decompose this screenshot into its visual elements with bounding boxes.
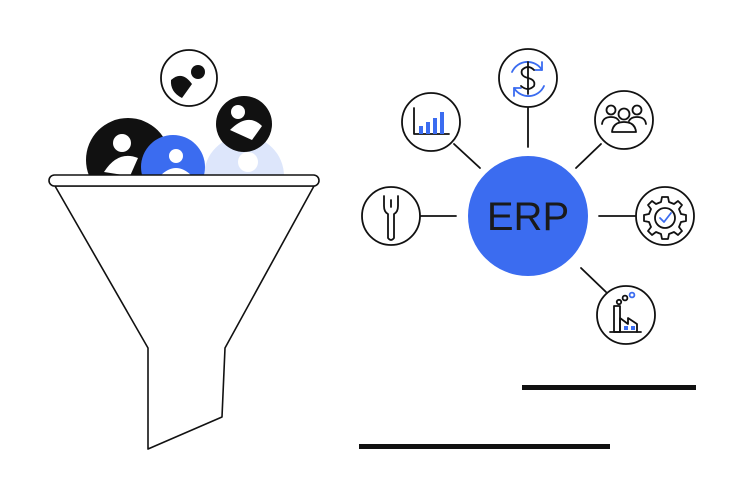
erp-hub-label: ERP xyxy=(487,195,569,239)
node-gear xyxy=(635,186,695,246)
wrench-icon xyxy=(383,195,399,241)
team-icon xyxy=(601,104,647,133)
divider-line-lower xyxy=(359,444,610,449)
node-team xyxy=(594,90,654,150)
divider-line-upper xyxy=(522,385,696,390)
decorative-lines xyxy=(359,385,696,449)
node-bar-chart xyxy=(401,92,461,152)
dollar-cycle-icon xyxy=(511,61,545,97)
funnel-person-black-small xyxy=(216,96,272,152)
connector-lines xyxy=(419,102,637,293)
factory-icon xyxy=(609,291,642,333)
funnel xyxy=(48,174,320,450)
erp-hub: ERP xyxy=(468,156,588,276)
node-factory xyxy=(596,285,656,345)
node-wrench xyxy=(361,186,421,246)
gear-check-icon xyxy=(643,196,687,240)
bar-chart-icon xyxy=(413,107,450,135)
node-dollar xyxy=(498,48,558,108)
funnel-person-outline xyxy=(160,49,218,107)
